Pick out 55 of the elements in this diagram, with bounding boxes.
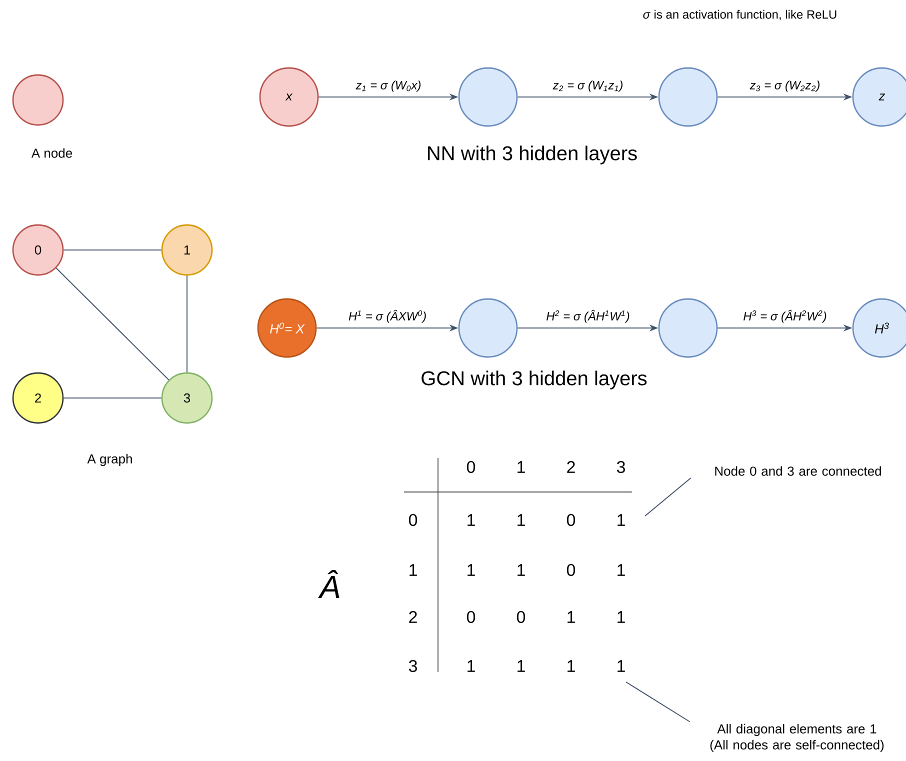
matrix-cell: 1 [618,660,625,672]
graph-caption: A graph [87,454,132,466]
column-header: 0 [466,460,476,474]
matrix-cell: 1 [568,660,575,672]
leader-line [644,477,692,516]
edge-label: z$_{3}$ = σ (W$_{2}$z$_{2}$) [750,80,820,92]
diagram-caption: GCN with 3 hidden layers [422,370,647,390]
node-circle [12,74,64,126]
layer-node [458,67,518,127]
node-caption: A node [31,148,72,158]
edge-label: H$^{3}$ = σ (ÂH$^{2}$W$^{2}$) [744,310,826,323]
leader-line [626,682,690,722]
row-header: 0 [408,514,418,526]
layer-node: H$^{0}$= X [257,298,317,358]
edge-label: H$^{2}$ = σ (ÂH$^{1}$W$^{1}$) [546,310,630,323]
matrix-cell: 1 [468,660,475,672]
column-header: 3 [616,460,625,474]
matrix-cell: 0 [566,514,576,526]
note-text: σ is an activation function, like ReLU [643,10,836,20]
edge-label: z$_{2}$ = σ (W$_{1}$z$_{1}$) [552,80,622,92]
annotation-text: Node 0 and 3 are connected [715,466,881,476]
graph-edge [186,275,188,373]
matrix-cell: 1 [518,660,525,672]
edge-label: z$_{1}$ = σ (W$_{0}$x) [356,80,421,92]
diagram-caption: NN with 3 hidden layers [428,146,637,164]
layer-node: x [259,67,319,127]
matrix-cell: 1 [618,514,625,526]
layer-node [658,298,718,358]
matrix-cell: 0 [566,564,576,576]
edge-label: H$^{1}$ = σ (ÂXW$^{0}$) [348,310,426,323]
row-header: 2 [409,611,417,623]
matrix-cell: 1 [618,564,625,576]
matrix-cell: 1 [468,564,475,576]
graph-node: 0 [12,224,64,276]
row-header: 1 [410,564,417,576]
layer-node: H$^{3}$ [852,298,906,358]
matrix-cell: 0 [466,610,476,624]
annotation-text: All diagonal elements are 1 (All nodes are self-connected) [710,724,884,752]
graph-node: 3 [161,372,213,424]
matrix-cell: 1 [468,514,475,526]
column-header: 1 [518,461,525,473]
matrix-cell: 1 [518,564,525,576]
matrix-cell: 0 [516,610,526,624]
column-header: 2 [567,461,575,473]
graph-node: 1 [161,224,213,276]
graph-node: 2 [12,372,64,424]
graph-edge [56,268,170,380]
layer-node: z [852,67,906,127]
row-header: 3 [408,660,417,672]
matrix-cell: 1 [518,514,525,526]
layer-node [458,298,518,358]
matrix-cell: 1 [618,611,625,623]
layer-node [658,67,718,127]
matrix-cell: 1 [568,611,575,623]
matrix-symbol: Â [318,570,340,598]
